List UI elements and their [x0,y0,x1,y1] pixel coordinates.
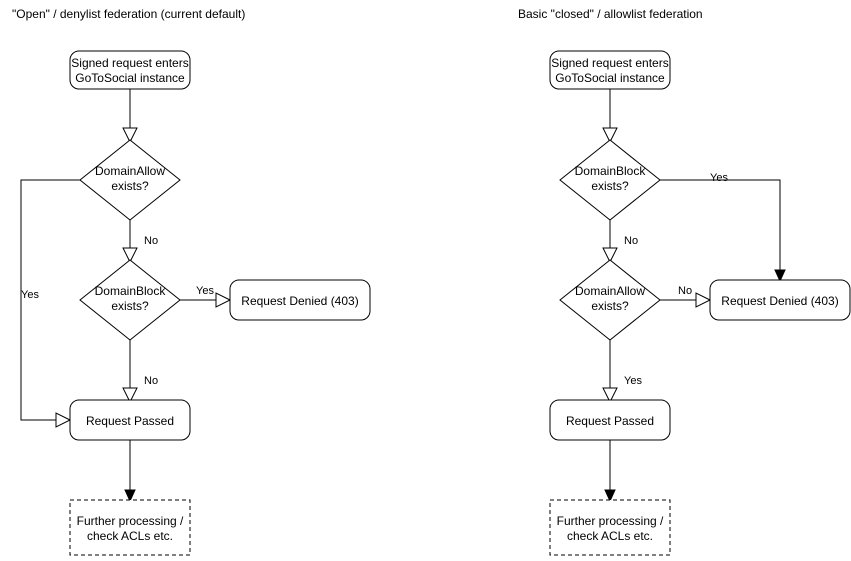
node-further-processing-right-line2: check ACLs etc. [567,529,653,543]
column-title-open-denylist: "Open" / denylist federation (current de… [12,7,245,21]
node-domainallow-right-line2: exists? [591,299,629,313]
edge-domainblock-no-right: No [602,220,638,264]
node-domainallow-right-line1: DomainAllow [575,284,645,298]
node-request-denied-left-label: Request Denied (403) [241,294,358,308]
column-title-closed-allowlist: Basic "closed" / allowlist federation [518,7,703,21]
edge-passed-to-further-right [604,440,616,503]
node-further-processing-left-line2: check ACLs etc. [87,529,173,543]
node-further-processing-right-line1: Further processing / [557,514,664,528]
node-request-denied-left[interactable]: Request Denied (403) [229,279,371,321]
edge-label-domainallow-no-left: No [144,235,158,247]
column-closed-allowlist: Basic "closed" / allowlist federation Si… [518,7,851,556]
node-start-left-line1: Signed request enters [71,56,188,70]
edge-domainallow-yes-right: Yes [602,340,642,404]
edge-label-domainallow-no-right: No [678,285,692,297]
edge-domainblock-yes-right: Yes [660,172,786,283]
edge-domainallow-no-right: No [660,285,712,308]
node-domainallow-left-line2: exists? [111,179,149,193]
node-start-right-line1: Signed request enters [551,56,668,70]
node-domainallow-left-line1: DomainAllow [95,164,165,178]
edge-label-domainallow-yes-right: Yes [624,375,642,387]
column-open-denylist: "Open" / denylist federation (current de… [12,7,371,556]
node-request-denied-right[interactable]: Request Denied (403) [709,279,851,321]
node-domainblock-right-line1: DomainBlock [575,164,647,178]
node-further-processing-right-shape [549,499,671,556]
node-further-processing-left[interactable]: Further processing / check ACLs etc. [69,499,191,556]
edge-label-domainblock-no-right: No [624,235,638,247]
edge-domainblock-yes-left: Yes [180,285,232,308]
node-domainblock-left[interactable]: DomainBlock exists? [79,259,181,341]
node-request-passed-left-label: Request Passed [86,414,174,428]
edge-passed-to-further-left [124,440,136,503]
edge-label-domainallow-yes-left: Yes [21,289,39,301]
edge-domainallow-yes-left: Yes [20,179,80,428]
node-domainallow-left[interactable]: DomainAllow exists? [79,139,181,221]
node-request-passed-right[interactable]: Request Passed [549,399,671,441]
node-domainallow-right[interactable]: DomainAllow exists? [559,259,661,341]
edge-label-domainblock-yes-right: Yes [710,172,728,184]
edge-domainallow-no-left: No [122,220,158,264]
node-domainblock-right-line2: exists? [591,179,629,193]
node-domainblock-left-line1: DomainBlock [95,284,167,298]
edge-label-domainblock-no-left: No [144,375,158,387]
node-request-passed-left[interactable]: Request Passed [69,399,191,441]
node-domainblock-left-line2: exists? [111,299,149,313]
node-start-right[interactable]: Signed request enters GoToSocial instanc… [549,50,671,90]
edge-start-to-domainblock-right [602,89,618,144]
node-request-denied-right-shape [709,279,851,321]
node-start-left-line2: GoToSocial instance [75,71,185,85]
edge-domainblock-no-left: No [122,340,158,404]
node-further-processing-right[interactable]: Further processing / check ACLs etc. [549,499,671,556]
node-start-right-line2: GoToSocial instance [555,71,665,85]
edge-label-domainblock-yes-left: Yes [196,285,214,297]
node-start-left[interactable]: Signed request enters GoToSocial instanc… [69,50,191,90]
node-request-denied-right-label: Request Denied (403) [721,294,838,308]
edge-start-to-domainallow-left [122,89,138,144]
node-further-processing-left-line1: Further processing / [77,514,184,528]
node-domainblock-right[interactable]: DomainBlock exists? [559,139,661,221]
node-further-processing-left-shape [69,499,191,556]
node-request-passed-right-label: Request Passed [566,414,654,428]
node-request-denied-left-shape [229,279,371,321]
